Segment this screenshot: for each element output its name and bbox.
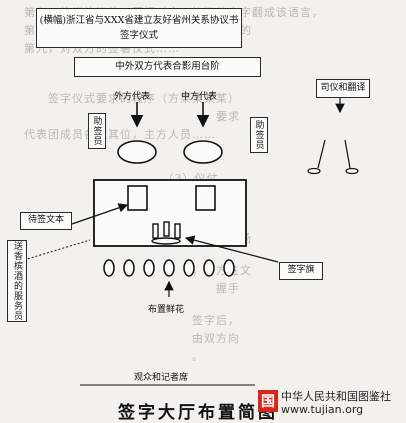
- champagne-path: [23, 239, 91, 261]
- document-label: 待签文本: [27, 215, 64, 225]
- audience-label: 观众和记者席: [134, 373, 189, 383]
- assistant-signer-right-box: 助签员: [250, 117, 268, 153]
- host-interpreter-box: 司仪和翻译: [316, 79, 370, 98]
- watermark-line2: www.tujian.org: [281, 403, 364, 416]
- photo-stand-label: 中外双方代表合影用台阶: [115, 61, 220, 72]
- foreign-rep-chair: [117, 140, 157, 164]
- document-right: [195, 185, 216, 211]
- assistant-signer-right-label: 助签员: [253, 120, 264, 150]
- watermark-text: 中华人民共和国图鉴社 www.tujian.org: [281, 390, 391, 416]
- champagne-server-box: 送香槟酒的服务员: [7, 240, 27, 322]
- document-label-box: 待签文本: [20, 212, 72, 230]
- watermark-line1: 中华人民共和国图鉴社: [281, 390, 391, 403]
- chinese-rep-chair: [183, 140, 223, 164]
- document-left: [127, 185, 148, 211]
- chinese-rep-label: 中方代表: [181, 92, 218, 102]
- assistant-signer-left-label: 助签员: [91, 116, 102, 146]
- document-arrow: [71, 203, 129, 225]
- banner-title-box: (横幅)浙江省与XXX省建立友好省州关系协议书 签字仪式: [36, 8, 242, 48]
- flowers-label: 布置鲜花: [148, 305, 185, 315]
- microphone-stand-icon: [307, 139, 359, 175]
- banner-title: (横幅)浙江省与XXX省建立友好省州关系协议书: [39, 15, 239, 26]
- banner-subtitle: 签字仪式: [119, 30, 158, 41]
- flower-row: [103, 259, 235, 277]
- diagram-caption: 签字大厅布置简图: [118, 403, 278, 423]
- flag-arrow: [184, 235, 279, 263]
- champagne-server-label: 送香槟酒的服务员: [12, 241, 22, 321]
- photo-stand-box: 中外双方代表合影用台阶: [74, 57, 261, 77]
- signing-table: [93, 179, 247, 247]
- watermark-logo-char: 国: [261, 394, 275, 410]
- flag-stand-icon: [151, 221, 181, 245]
- host-interpreter-label: 司仪和翻译: [320, 83, 366, 93]
- flag-label: 签字旗: [287, 265, 315, 275]
- foreign-rep-label: 外方代表: [114, 92, 151, 102]
- assistant-signer-left-box: 助签员: [88, 113, 106, 149]
- watermark-logo-icon: 国: [258, 390, 278, 412]
- flag-label-box: 签字旗: [279, 262, 323, 280]
